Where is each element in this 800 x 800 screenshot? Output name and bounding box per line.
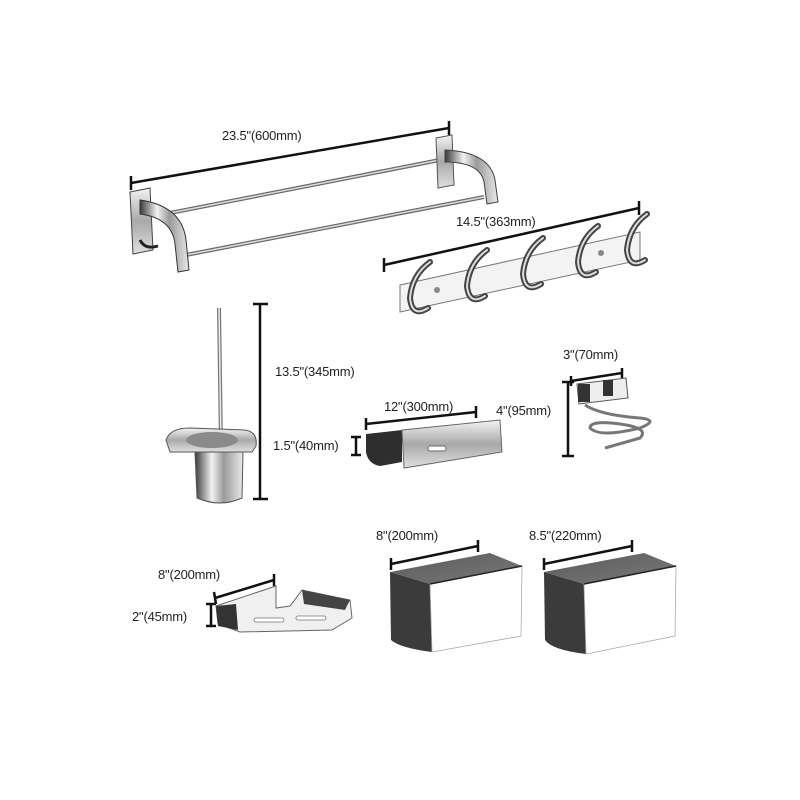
soap-shelf-height-label: 1.5"(40mm) — [273, 438, 339, 453]
tissue-box-large-width-label: 8.5"(220mm) — [529, 528, 602, 543]
hair-dryer-holder-illustration — [562, 368, 652, 458]
soap-shelf-illustration — [351, 406, 503, 469]
hook-rail-width-label: 14.5"(363mm) — [456, 214, 536, 229]
hair-dryer-holder-height-label: 4"(95mm) — [496, 403, 552, 418]
soap-shelf-width-label: 12"(300mm) — [384, 399, 454, 414]
corner-shelf-height-label: 2"(45mm) — [132, 609, 188, 624]
tissue-box-large-illustration — [542, 540, 677, 655]
hook-rail-illustration — [382, 201, 650, 315]
toilet-brush-illustration — [165, 302, 268, 504]
corner-shelf-illustration — [206, 574, 353, 633]
tissue-box-small-width-label: 8"(200mm) — [376, 528, 439, 543]
hair-dryer-holder-width-label: 3"(70mm) — [563, 347, 619, 362]
corner-shelf-width-label: 8"(200mm) — [158, 567, 221, 582]
towel-rack-illustration — [129, 121, 499, 273]
towel-rack-width-label: 23.5"(600mm) — [222, 128, 302, 143]
tissue-box-small-illustration — [389, 540, 523, 653]
toilet-brush-height-label: 13.5"(345mm) — [275, 364, 355, 379]
